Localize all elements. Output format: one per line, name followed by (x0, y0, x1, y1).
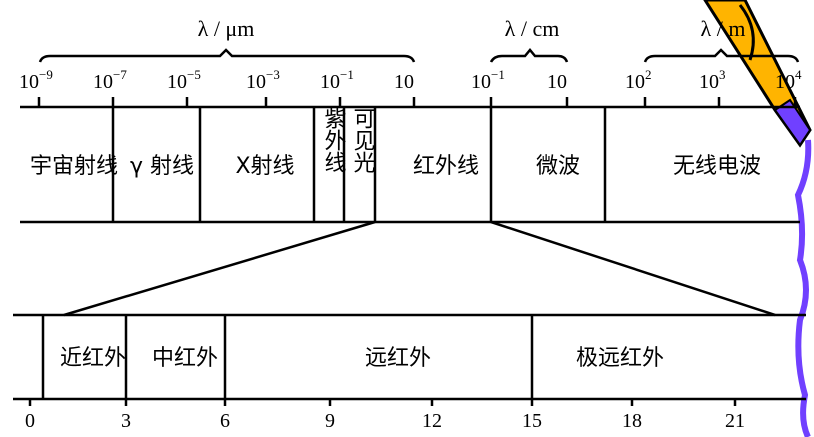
band-x-rays: X射线 (235, 154, 294, 179)
bottom-axis-ticks: 0 3 6 9 12 15 18 21 (25, 399, 745, 432)
top-tick-label: 104 (775, 67, 802, 93)
band-ultraviolet: 紫外线 (321, 107, 347, 173)
top-tick-label: 102 (625, 67, 652, 93)
bottom-tick-label: 12 (422, 410, 442, 432)
top-tick-label: 10−3 (246, 67, 280, 93)
band-extreme-far-infrared: 极远红外 (576, 346, 664, 371)
lower-dividers (41, 315, 534, 399)
top-axis-ticks: 10−9 10−7 10−5 10−3 10−1 10 10−1 10 102 103 104 (19, 67, 802, 107)
zoom-line-right (490, 220, 776, 317)
brace-cm (489, 48, 569, 63)
bottom-tick-label: 3 (121, 410, 131, 432)
bottom-tick-label: 0 (25, 410, 35, 432)
top-tick-label: 10−1 (471, 67, 505, 93)
brace-m (643, 48, 800, 63)
bottom-tick-label: 21 (725, 410, 745, 432)
band-radio-waves: 无线电波 (673, 154, 761, 179)
top-tick-label: 10−7 (93, 67, 127, 93)
bottom-tick-label: 18 (622, 410, 642, 432)
decorative-squiggle (794, 139, 812, 437)
bottom-tick-label: 6 (220, 410, 230, 432)
top-tick-label: 10 (547, 71, 567, 93)
upper-dividers (111, 107, 607, 222)
top-tick-label: 103 (699, 67, 726, 93)
band-near-infrared: 近红外 (60, 346, 126, 371)
band-cosmic-rays: 宇宙射线 (30, 154, 118, 179)
top-tick-label: 10−9 (19, 67, 53, 93)
unit-label-um: λ / μm (198, 16, 255, 41)
top-tick-label: 10−1 (320, 67, 354, 93)
band-mid-infrared: 中红外 (152, 346, 218, 371)
band-gamma-rays: γ 射线 (130, 154, 194, 179)
bottom-tick-label: 9 (325, 410, 335, 432)
unit-label-m: λ / m (701, 16, 746, 41)
zoom-line-left (63, 220, 376, 317)
band-microwave: 微波 (536, 154, 580, 179)
top-tick-label: 10 (394, 71, 414, 93)
bottom-tick-label: 15 (522, 410, 542, 432)
band-visible-light: 可见光 (350, 107, 376, 173)
top-tick-label: 10−5 (167, 67, 201, 93)
brace-um (38, 48, 416, 63)
unit-label-cm: λ / cm (505, 16, 560, 41)
band-infrared: 红外线 (413, 154, 479, 179)
band-far-infrared: 远红外 (365, 346, 431, 371)
